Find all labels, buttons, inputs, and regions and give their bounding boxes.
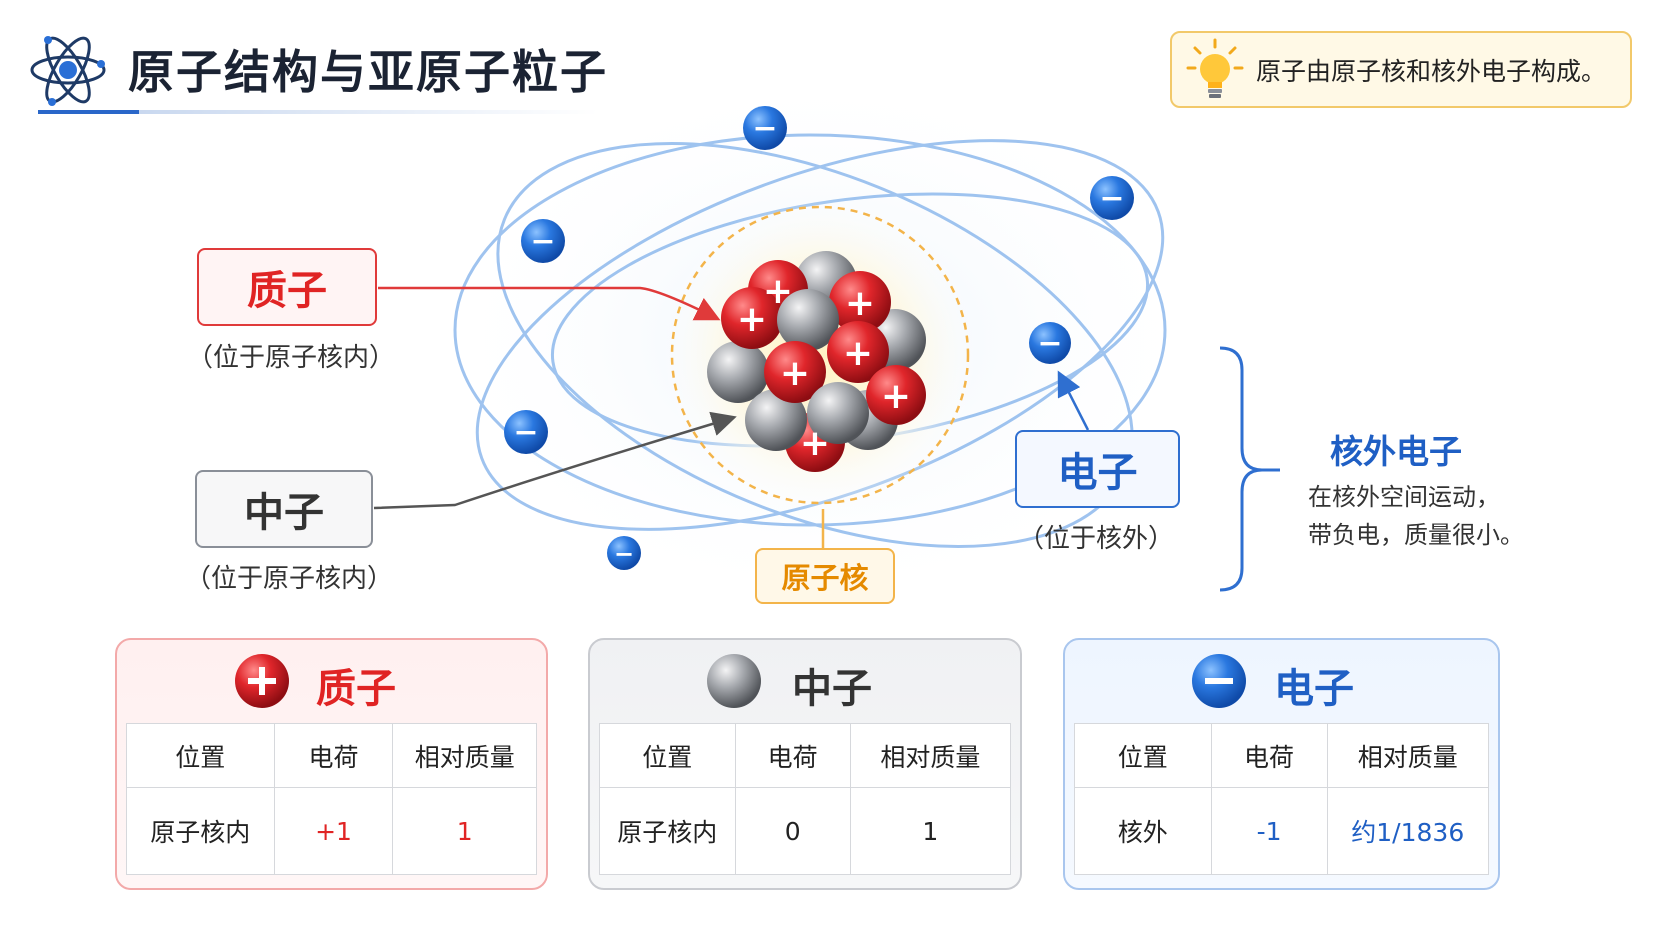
header-mass: 相对质量 — [849, 723, 1012, 788]
proton-mass-value: 1 — [392, 787, 537, 875]
nucleus-cluster — [707, 251, 926, 472]
header-location: 位置 — [126, 723, 275, 788]
electron-location-value: 核外 — [1074, 787, 1212, 875]
title-underline — [38, 110, 598, 114]
tip-text: 原子由原子核和核外电子构成。 — [1256, 56, 1607, 86]
svg-text:+: + — [763, 271, 793, 312]
svg-text:+: + — [780, 353, 810, 394]
electron-card-title: 电子 — [1274, 666, 1354, 712]
electron-location: （位于核外） — [1018, 524, 1175, 554]
header-charge: 电荷 — [1210, 723, 1328, 788]
header-mass: 相对质量 — [392, 723, 537, 788]
neutron-table: 位置 电荷 相对质量 原子核内 0 1 — [599, 723, 1012, 875]
neutron-location-value: 原子核内 — [599, 787, 736, 875]
atom-icon — [30, 36, 106, 106]
neutron-location: （位于原子核内） — [185, 564, 394, 594]
neutron-mass-value: 1 — [849, 787, 1012, 875]
outer-electrons-desc-line2: 带负电，质量很小。 — [1308, 521, 1524, 549]
proton-card-title: 质子 — [316, 666, 396, 712]
lightbulb-icon — [1186, 38, 1244, 98]
svg-text:−: − — [752, 111, 777, 146]
tip-callout: 原子由原子核和核外电子构成。 — [1170, 31, 1632, 108]
proton-label: 质子 — [197, 248, 377, 326]
electron-table: 位置 电荷 相对质量 核外 -1 约1/1836 — [1074, 723, 1490, 875]
proton-location: （位于原子核内） — [187, 343, 396, 373]
proton-table: 位置 电荷 相对质量 原子核内 +1 1 — [126, 723, 537, 875]
plus-sphere-icon — [235, 654, 289, 708]
nucleus-label: 原子核 — [755, 548, 895, 604]
electron-charge-value: -1 — [1210, 787, 1328, 875]
svg-text:+: + — [800, 423, 830, 464]
outer-electrons-desc-line1: 在核外空间运动， — [1308, 483, 1500, 511]
electrons — [504, 106, 1134, 570]
svg-text:−: − — [614, 540, 634, 568]
header-location: 位置 — [599, 723, 736, 788]
header-location: 位置 — [1074, 723, 1212, 788]
proton-location-value: 原子核内 — [126, 787, 275, 875]
header-mass: 相对质量 — [1326, 723, 1490, 788]
svg-text:−: − — [530, 224, 555, 259]
outer-electrons-desc: 在核外空间运动， 带负电，质量很小。 — [1308, 478, 1524, 554]
minus-sphere-icon — [1192, 654, 1246, 708]
neutron-label: 中子 — [195, 470, 373, 548]
svg-text:+: + — [881, 376, 911, 417]
electron-mass-value: 约1/1836 — [1326, 787, 1490, 875]
header-charge: 电荷 — [273, 723, 394, 788]
svg-text:+: + — [843, 333, 873, 374]
neutron-card-title: 中子 — [792, 666, 872, 712]
header-charge: 电荷 — [734, 723, 851, 788]
outer-electrons-title: 核外电子 — [1330, 432, 1462, 471]
svg-text:−: − — [1099, 181, 1124, 216]
electron-label: 电子 — [1015, 430, 1180, 508]
svg-text:+: + — [845, 283, 875, 324]
page-title: 原子结构与亚原子粒子 — [128, 45, 608, 99]
proton-charge-value: +1 — [273, 787, 394, 875]
neutron-charge-value: 0 — [734, 787, 851, 875]
svg-text:+: + — [737, 299, 767, 340]
svg-text:−: − — [513, 415, 538, 450]
svg-text:−: − — [1037, 326, 1062, 361]
gray-sphere-icon — [707, 654, 761, 708]
